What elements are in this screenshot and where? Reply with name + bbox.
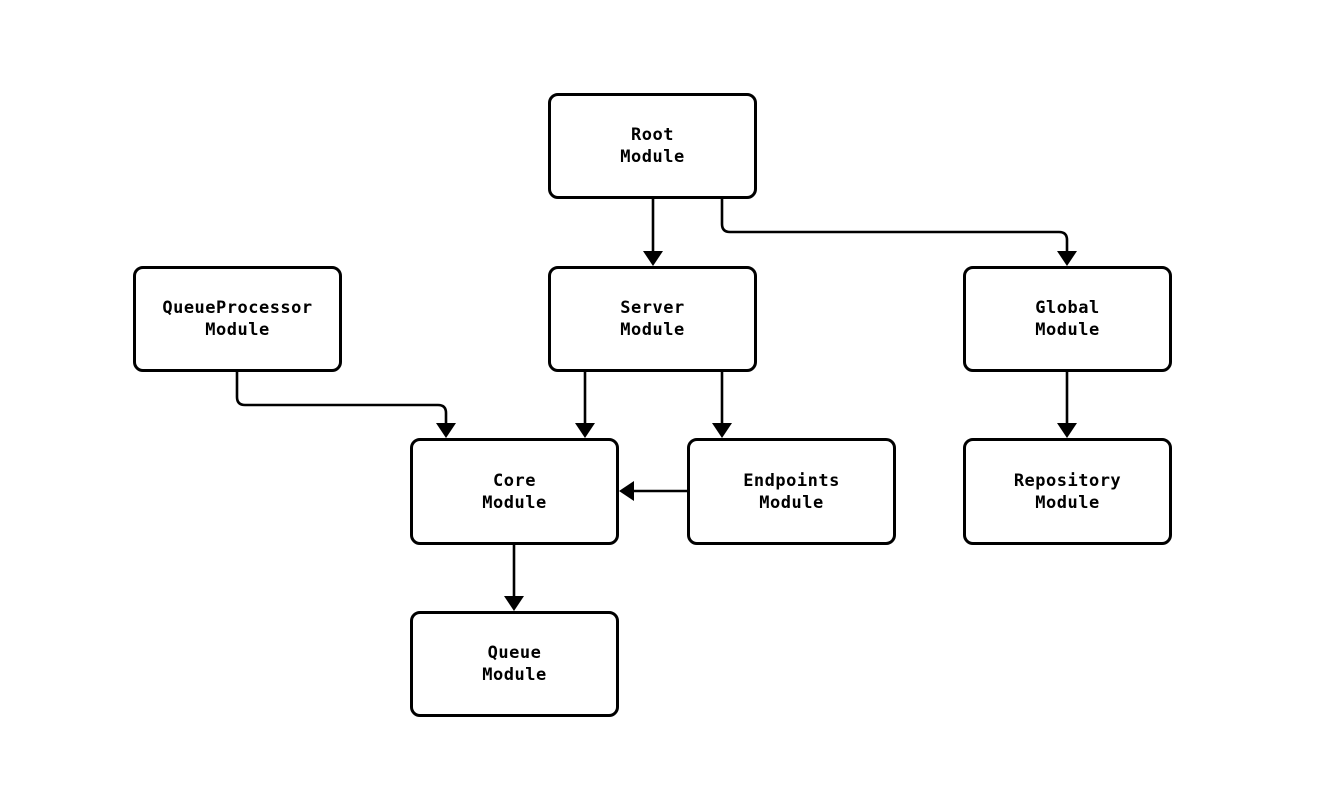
arrowhead-root-to-global xyxy=(1057,251,1077,266)
node-label-line: Server xyxy=(620,298,685,318)
node-label-line: Module xyxy=(482,665,547,685)
arrowhead-queueprocessor-to-core xyxy=(436,423,456,438)
arrowhead-root-to-server xyxy=(643,251,663,266)
node-label-line: Module xyxy=(205,320,270,340)
node-label-line: Module xyxy=(482,492,547,513)
node-label-line: Queue xyxy=(487,643,542,663)
arrowhead-server-to-core xyxy=(575,423,595,438)
arrowhead-global-to-repository xyxy=(1057,423,1077,438)
arrowhead-endpoints-to-core xyxy=(619,481,634,501)
arrowhead-server-to-endpoints xyxy=(712,423,732,438)
node-label-line: Module xyxy=(1035,320,1100,340)
edge-root-to-global xyxy=(720,199,1069,251)
node-label-line: Module xyxy=(620,147,685,167)
node-label-line: Root xyxy=(631,125,674,145)
node-label-line: Repository xyxy=(1013,470,1122,491)
node-label-line: Global xyxy=(1035,298,1100,318)
node-label-line: Endpoints xyxy=(743,470,840,491)
node-label-line: QueueProcessor xyxy=(162,298,313,318)
node-label-line: Module xyxy=(759,492,824,513)
edge-queueprocessor-to-core xyxy=(235,372,448,423)
node-label-line: Module xyxy=(620,320,685,340)
node-label-line: Module xyxy=(1035,492,1100,513)
arrowhead-core-to-queue xyxy=(504,596,524,611)
node-label-line: Core xyxy=(493,470,536,491)
